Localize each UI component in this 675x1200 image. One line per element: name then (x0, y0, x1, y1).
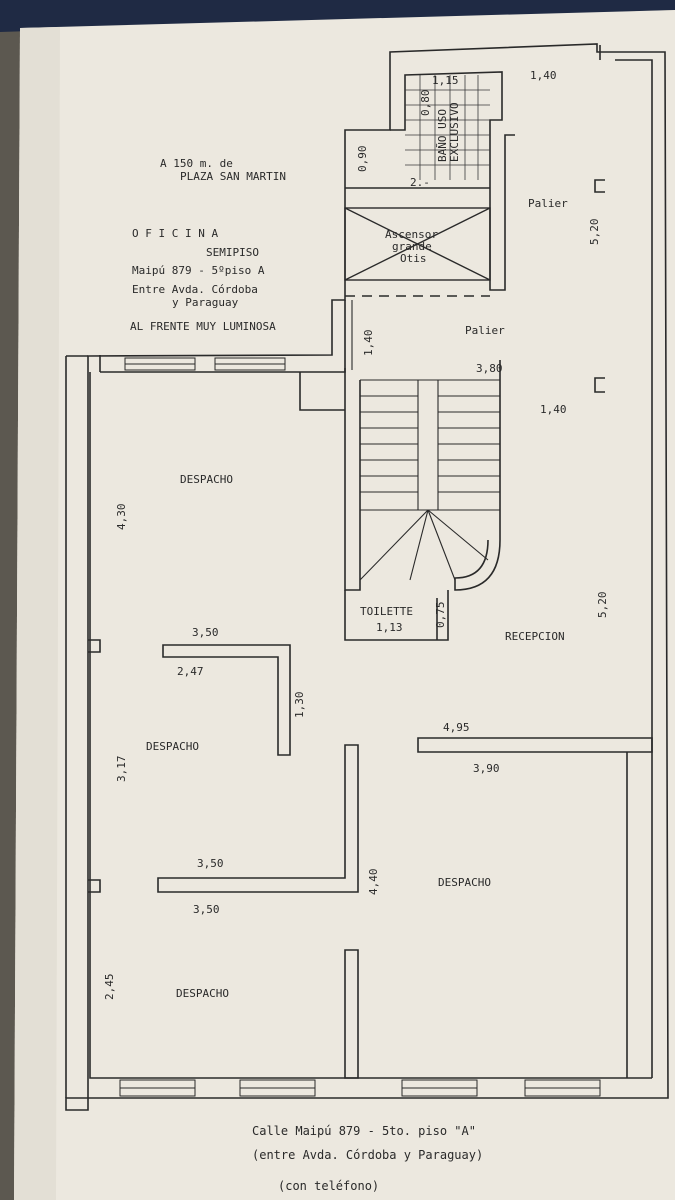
dim-115: 1,15 (432, 74, 459, 87)
dim-090: 0,90 (356, 146, 369, 173)
despacho1-wall (299, 372, 345, 411)
intro-semipiso: SEMIPISO (206, 246, 259, 259)
label-ascensor-2: grande (392, 240, 432, 253)
dim-113: 1,13 (376, 621, 403, 634)
intro-between-1: Entre Avda. Córdoba (132, 283, 258, 296)
intro-distance-1: A 150 m. de (160, 157, 233, 170)
dim-075: 0,75 (434, 602, 447, 629)
dim-430: 4,30 (115, 504, 128, 531)
label-bano-1: BAÑO USO (436, 109, 449, 162)
dim-080: 0,80 (419, 90, 432, 117)
dim-247: 2,47 (177, 665, 204, 678)
dim-380: 3,80 (476, 362, 503, 375)
paper-edge (14, 27, 60, 1200)
intro-distance-2: PLAZA SAN MARTIN (180, 170, 286, 183)
elevator-shaft (344, 187, 491, 297)
bath-wall (390, 71, 515, 291)
dim-2: 2.- (410, 176, 430, 189)
dimension-labels: 1,15 1,40 0,80 0,90 2.- 5,20 1,40 3,80 1… (103, 69, 609, 1000)
dim-140-right: 1,40 (540, 403, 567, 416)
dim-245: 2,45 (103, 974, 116, 1001)
label-palier-top: Palier (528, 197, 568, 210)
intro-between-2: y Paraguay (172, 296, 239, 309)
left-notch-2 (88, 879, 101, 893)
label-despacho-2: DESPACHO (146, 740, 199, 753)
walls (65, 43, 669, 1111)
room-labels: BAÑO USO EXCLUSIVO Ascensor grande Otis … (146, 102, 568, 1000)
intro-block: A 150 m. de PLAZA SAN MARTIN O F I C I N… (130, 157, 286, 333)
inner-wall-left-bottom (89, 372, 652, 1079)
windows (119, 357, 601, 1097)
toilette-box (344, 590, 449, 641)
dim-495: 4,95 (443, 721, 470, 734)
partition-despacho-2-3 (157, 744, 359, 893)
dim-350-b: 3,50 (197, 857, 224, 870)
dim-317: 3,17 (115, 756, 128, 783)
caption: Calle Maipú 879 - 5to. piso "A" (entre A… (252, 1124, 483, 1193)
partition-recepcion (417, 737, 653, 753)
label-ascensor-3: Otis (400, 252, 427, 265)
caption-line-2: (entre Avda. Córdoba y Paraguay) (252, 1148, 483, 1162)
dim-520-upper: 5,20 (588, 219, 601, 246)
label-toilette: TOILETTE (360, 605, 413, 618)
dim-140-top: 1,40 (530, 69, 557, 82)
label-ascensor-1: Ascensor (385, 228, 438, 241)
dim-440: 4,40 (367, 869, 380, 896)
partition-despacho-1-2 (162, 644, 291, 756)
dim-390: 3,90 (473, 762, 500, 775)
label-bano-2: EXCLUSIVO (448, 102, 461, 162)
label-despacho-3: DESPACHO (438, 876, 491, 889)
label-despacho-1: DESPACHO (180, 473, 233, 486)
label-recepcion: RECEPCION (505, 630, 565, 643)
intro-address: Maipú 879 - 5ºpiso A (132, 264, 265, 277)
right-notch-2 (594, 179, 605, 193)
intro-feature: AL FRENTE MUY LUMINOSA (130, 320, 276, 333)
bath-tiles (405, 75, 490, 180)
dim-350-a: 3,50 (192, 626, 219, 639)
staircase (344, 300, 500, 581)
dim-350-c: 3,50 (193, 903, 220, 916)
dim-140-stair: 1,40 (362, 330, 375, 357)
stair-curve (454, 539, 501, 591)
stair-wall-left (344, 300, 361, 591)
caption-line-3: (con teléfono) (278, 1179, 379, 1193)
partition-lower-stub (344, 949, 359, 1079)
left-notch-1 (88, 639, 101, 653)
dim-520-lower: 5,20 (596, 592, 609, 619)
intro-oficina: O F I C I N A (132, 227, 218, 240)
dim-130: 1,30 (293, 692, 306, 719)
right-notch-1 (594, 377, 605, 393)
caption-line-1: Calle Maipú 879 - 5to. piso "A" (252, 1124, 476, 1138)
outer-wall-line (65, 43, 669, 1111)
label-palier-mid: Palier (465, 324, 505, 337)
label-despacho-4: DESPACHO (176, 987, 229, 1000)
